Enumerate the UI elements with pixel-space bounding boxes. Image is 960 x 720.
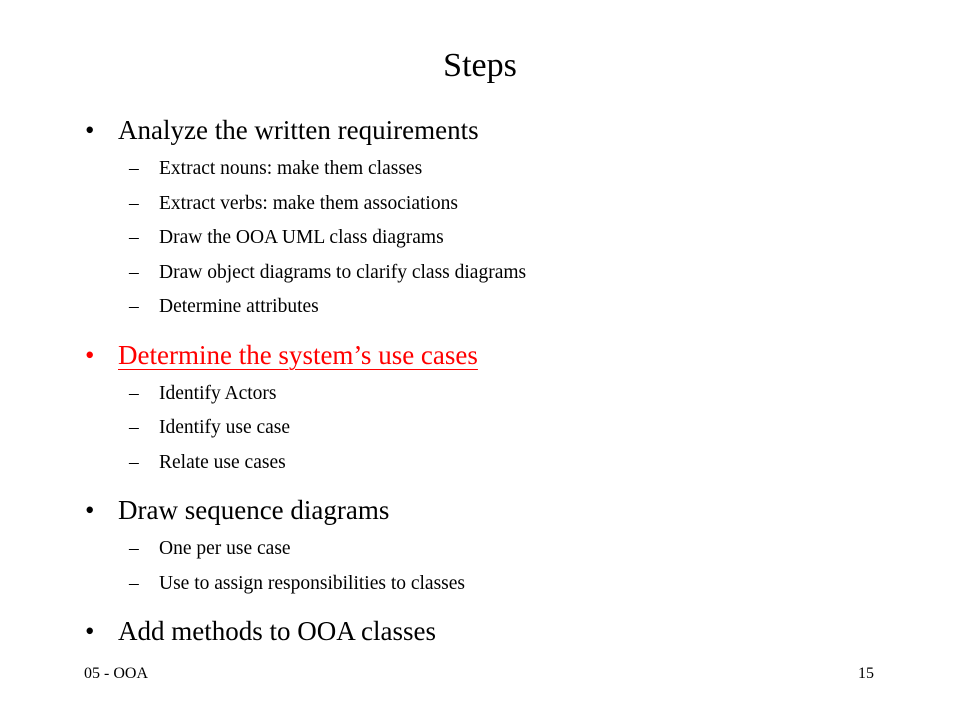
dash-icon: – <box>129 417 139 438</box>
dash-icon: – <box>129 572 139 594</box>
sub-item: – Use to assign responsibilities to clas… <box>0 567 960 602</box>
bullet-icon: • <box>85 115 95 145</box>
footer-label: 05 - OOA <box>84 665 148 682</box>
bullet-text: Analyze the written requirements <box>118 115 479 145</box>
sub-item-text: One per use case <box>159 538 291 559</box>
sub-item-text: Identify Actors <box>159 382 277 404</box>
sub-item: – Relate use cases <box>0 446 960 481</box>
sub-item: – Draw object diagrams to clarify class … <box>0 256 960 291</box>
dash-icon: – <box>129 538 139 559</box>
sub-item-text: Draw object diagrams to clarify class di… <box>159 261 527 283</box>
bullet-icon: • <box>85 339 95 370</box>
sub-item-text: Draw the OOA UML class diagrams <box>159 227 444 248</box>
sub-item-text: Use to assign responsibilities to classe… <box>159 572 466 594</box>
hyperlink-text[interactable]: Determine the system’s use cases <box>118 339 478 370</box>
sub-item: – Determine attributes <box>0 290 960 325</box>
bullet-icon: • <box>85 495 95 525</box>
sub-item: – Identify use case <box>0 411 960 446</box>
sub-item: – One per use case <box>0 532 960 567</box>
dash-icon: – <box>129 261 139 283</box>
dash-icon: – <box>129 227 139 248</box>
sub-item: – Identify Actors <box>0 377 960 412</box>
sub-item-text: Determine attributes <box>159 296 319 317</box>
sub-item-text: Extract verbs: make them associations <box>159 192 458 214</box>
bullet-item-sequence-diagrams: • Draw sequence diagrams <box>0 488 960 532</box>
dash-icon: – <box>129 192 139 214</box>
dash-icon: – <box>129 158 139 179</box>
bullet-item-add-methods: • Add methods to OOA classes <box>0 609 960 653</box>
bullet-item-use-cases-link[interactable]: • Determine the system’s use cases <box>0 333 960 377</box>
slide-title: Steps <box>443 47 517 84</box>
bullet-text: Draw sequence diagrams <box>118 495 390 525</box>
sub-item-text: Extract nouns: make them classes <box>159 158 423 179</box>
dash-icon: – <box>129 382 139 404</box>
sub-item-text: Relate use cases <box>159 451 286 473</box>
sub-item-text: Identify use case <box>159 417 291 438</box>
sub-item: – Extract verbs: make them associations <box>0 187 960 222</box>
dash-icon: – <box>129 296 139 317</box>
bullet-icon: • <box>85 616 95 646</box>
sub-item: – Draw the OOA UML class diagrams <box>0 221 960 256</box>
slide-number: 15 <box>858 665 874 682</box>
sub-item: – Extract nouns: make them classes <box>0 152 960 187</box>
bullet-item-analyze-requirements: • Analyze the written requirements <box>0 108 960 152</box>
bullet-text: Add methods to OOA classes <box>118 616 436 646</box>
dash-icon: – <box>129 451 139 473</box>
bullet-list: • Analyze the written requirements – Ext… <box>0 108 960 653</box>
